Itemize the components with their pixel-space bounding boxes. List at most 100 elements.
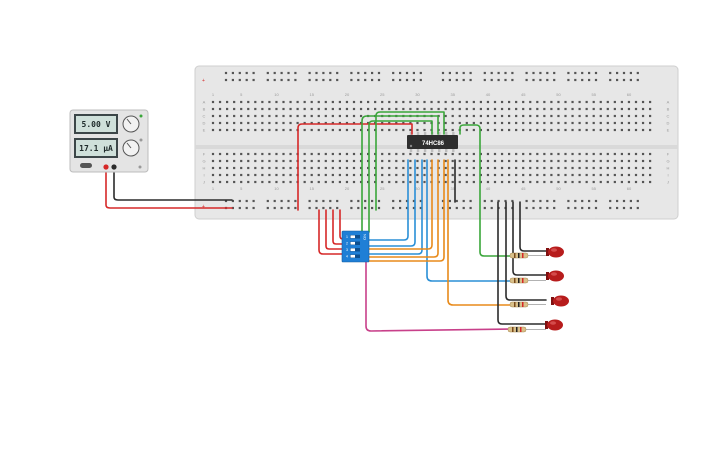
ic-pin-bottom — [452, 149, 455, 152]
wire-black-led-2[interactable] — [512, 201, 547, 276]
wire-red-power[interactable] — [105, 167, 233, 209]
ic-pin-bottom — [430, 149, 434, 152]
wire-orange-1[interactable] — [366, 159, 433, 250]
cc-indicator-icon — [139, 138, 143, 142]
resistor-2[interactable] — [509, 277, 546, 284]
column-number-bottom: 35 — [450, 186, 455, 191]
ic-pin-bottom — [409, 149, 413, 152]
column-number-bottom: 20 — [345, 186, 350, 191]
wire-black-led-4[interactable] — [497, 201, 547, 325]
column-number-bottom: 60 — [627, 186, 632, 191]
column-number-top: 40 — [486, 92, 491, 97]
ic-pin-top — [438, 132, 441, 135]
dip-toggle-knob[interactable] — [350, 235, 356, 239]
rail-plus-marker: + — [202, 78, 205, 84]
ic-pin-top — [416, 132, 420, 135]
wire-orange-3[interactable] — [366, 159, 445, 262]
led-1[interactable] — [546, 246, 564, 258]
dip-position-number: 2 — [346, 242, 348, 246]
dip-position-number: 1 — [346, 235, 348, 239]
wire-blue-2[interactable] — [366, 159, 416, 247]
resistors[interactable] — [507, 252, 546, 333]
dip-toggle-knob[interactable] — [350, 254, 356, 258]
ic-pin-top — [423, 132, 427, 135]
wire-blue-3[interactable] — [366, 159, 423, 255]
wire-red-switch-2[interactable] — [325, 209, 345, 250]
dip-position-number: 4 — [346, 255, 348, 259]
dip-toggle-knob[interactable] — [350, 248, 356, 252]
column-number-top: 50 — [556, 92, 561, 97]
wire-orange-out[interactable] — [447, 159, 513, 306]
row-letter: G — [202, 159, 205, 164]
resistor-1[interactable] — [509, 252, 546, 259]
wire-green-1[interactable] — [361, 115, 439, 233]
column-number-top: 10 — [274, 92, 279, 97]
power-supply[interactable]: 5.00 V 17.1 µA — [69, 109, 149, 173]
row-letter: F — [667, 152, 670, 157]
breadboard-holes[interactable] — [211, 71, 652, 210]
wire-green-3[interactable] — [375, 111, 445, 211]
cv-indicator-icon — [139, 114, 143, 118]
row-letter: A — [667, 100, 670, 105]
ic-pin-top — [452, 132, 455, 135]
row-letter: I — [203, 173, 204, 178]
column-number-bottom: 50 — [556, 186, 561, 191]
ic-pin-top — [409, 132, 413, 135]
wire-black-led-3[interactable] — [505, 201, 547, 301]
leds[interactable] — [545, 246, 569, 331]
column-number-top: 35 — [450, 92, 455, 97]
wire-red-switch-1[interactable] — [318, 209, 345, 255]
positive-terminal[interactable] — [103, 164, 109, 170]
dip-toggle-knob[interactable] — [350, 241, 356, 245]
row-letter: H — [203, 166, 206, 171]
wire-green-out[interactable] — [459, 124, 513, 257]
power-switch[interactable] — [80, 163, 92, 168]
dip-position-number: 3 — [346, 248, 348, 252]
led-2[interactable] — [546, 270, 564, 282]
row-letter: G — [666, 159, 669, 164]
negative-terminal[interactable] — [111, 164, 117, 170]
column-number-bottom: 45 — [521, 186, 526, 191]
column-number-top: 60 — [627, 92, 632, 97]
wire-magenta[interactable] — [365, 261, 513, 332]
current-display: 17.1 µA — [79, 144, 113, 153]
resistor-4[interactable] — [507, 326, 546, 333]
ic-pin-bottom — [445, 149, 448, 152]
ic-74hc86[interactable]: 74HC86 — [407, 132, 458, 152]
column-number-bottom: 40 — [486, 186, 491, 191]
wire-black-ground[interactable] — [113, 167, 233, 201]
row-letter: D — [667, 121, 670, 126]
led-3[interactable] — [551, 295, 569, 307]
column-number-bottom: 5 — [240, 186, 243, 191]
column-number-top: 45 — [521, 92, 526, 97]
ic-pin-bottom — [438, 149, 441, 152]
column-number-top: 20 — [345, 92, 350, 97]
row-letter: A — [203, 100, 206, 105]
row-letter: C — [667, 114, 670, 119]
wires[interactable] — [105, 111, 547, 332]
column-number-bottom: 15 — [309, 186, 314, 191]
row-letter: J — [667, 180, 669, 185]
column-number-top: 1 — [212, 92, 215, 97]
resistor-3[interactable] — [509, 301, 546, 308]
wire-red-vcc[interactable] — [297, 123, 413, 211]
led-4[interactable] — [545, 319, 563, 331]
column-number-top: 55 — [591, 92, 596, 97]
wire-black-led-1[interactable] — [519, 201, 547, 252]
ground-terminal[interactable] — [138, 165, 142, 169]
wire-green-2[interactable] — [368, 120, 433, 233]
column-number-bottom: 30 — [415, 186, 420, 191]
voltage-display: 5.00 V — [82, 120, 111, 129]
wire-orange-2[interactable] — [366, 159, 439, 258]
row-letter: E — [203, 128, 206, 133]
wire-blue-1[interactable] — [366, 159, 409, 241]
wire-red-switch-3[interactable] — [332, 209, 345, 245]
row-letter: E — [667, 128, 670, 133]
wire-blue-out[interactable] — [426, 159, 513, 282]
ic-label: 74HC86 — [422, 141, 445, 147]
row-letter: I — [667, 173, 668, 178]
